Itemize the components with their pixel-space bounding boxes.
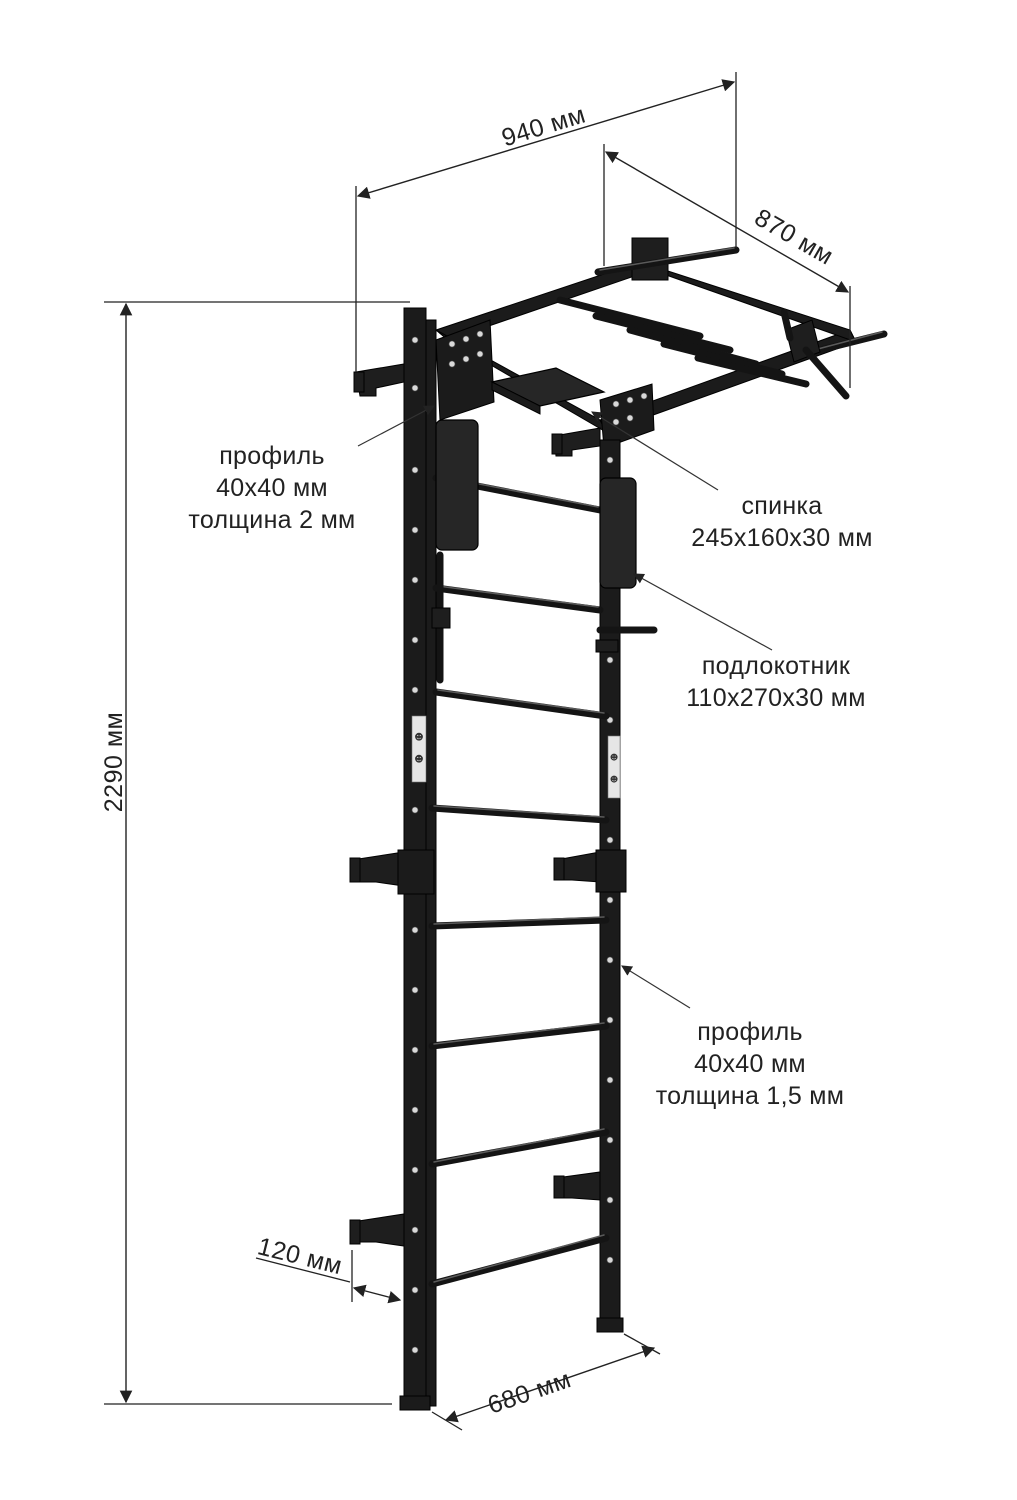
callout-backrest-line1: спинка [742,492,823,520]
callout-leaders [357,405,773,1009]
dimension-lines [104,72,851,1431]
svg-text:☻: ☻ [610,775,618,784]
callout-armrest-line1: подлокотник [702,652,851,680]
backrest-top-pad [490,367,606,415]
armrest-pads [431,419,658,684]
dim-wall-offset: 120 мм [255,1232,345,1280]
callout-labels: профиль 40x40 мм толщина 2 мм спинка 245… [188,442,872,1110]
svg-text:☻: ☻ [414,732,423,743]
wall-bars-structure: ☻ ☻ ☻ ☻ [349,237,888,1411]
callout-armrest-line2: 110x270x30 мм [686,684,866,712]
dimension-labels: 940 мм 870 мм 2290 мм 120 мм 680 мм [100,100,838,1419]
wall-brackets [349,363,627,1247]
dim-top-width: 940 мм [498,100,588,152]
dim-height: 2290 мм [100,712,128,812]
callout-upper-profile-line3: толщина 2 мм [188,506,355,534]
svg-text:☻: ☻ [610,753,618,762]
pull-up-bar [434,237,888,449]
callout-upper-profile-line2: 40x40 мм [216,474,328,502]
ladder-rungs [428,474,610,1288]
dim-bottom-width: 680 мм [484,1365,574,1419]
svg-text:☻: ☻ [414,754,423,765]
callout-lower-profile-line2: 40x40 мм [694,1050,806,1078]
callout-lower-profile-line3: толщина 1,5 мм [656,1082,845,1110]
callout-lower-profile-line1: профиль [697,1018,803,1046]
callout-upper-profile-line1: профиль [219,442,325,470]
callout-backrest-line2: 245x160x30 мм [691,524,872,552]
instruction-stickers: ☻ ☻ ☻ ☻ [411,715,621,799]
